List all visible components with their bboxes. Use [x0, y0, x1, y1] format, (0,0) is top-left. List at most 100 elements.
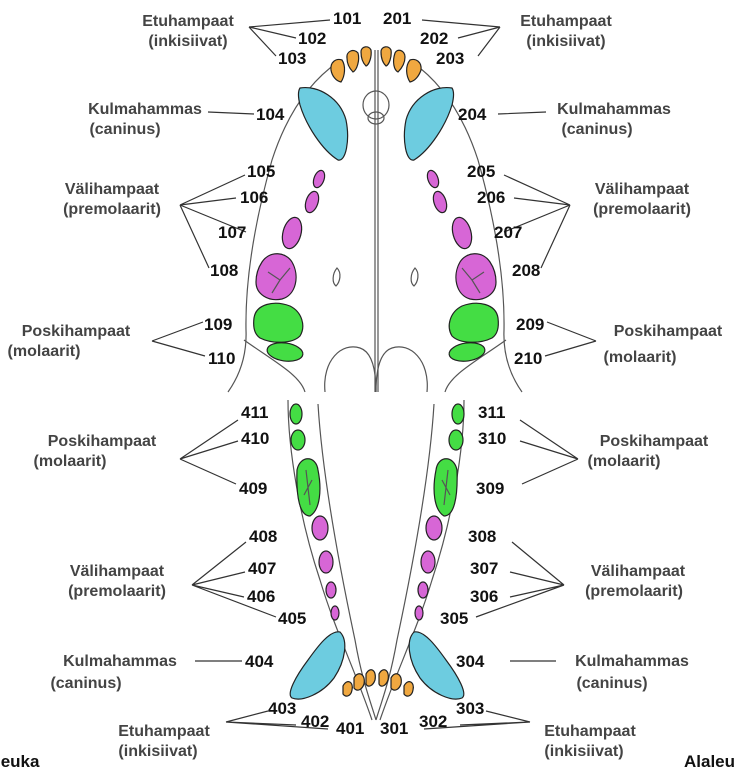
tooth-103[interactable] [331, 59, 345, 82]
number-405: 405 [278, 609, 306, 628]
palatine-foramen-right [411, 268, 418, 286]
corner-label-left: leuka [0, 752, 40, 769]
number-404: 404 [245, 652, 274, 671]
label-upper-left-premolar-1: Välihampaat [65, 181, 160, 198]
number-209: 209 [516, 315, 544, 334]
label-upper-left-incisor-1: Etuhampaat [142, 13, 234, 30]
tooth-210[interactable] [448, 341, 486, 364]
label-lower-right-incisor-2: (inkisiivat) [544, 743, 623, 760]
tooth-411[interactable] [290, 404, 302, 424]
tooth-110[interactable] [266, 341, 304, 364]
number-204: 204 [458, 105, 487, 124]
tooth-311[interactable] [452, 404, 464, 424]
label-lower-left-premolar-1: Välihampaat [70, 563, 165, 580]
tooth-401[interactable] [366, 670, 375, 686]
label-lower-left-molar-1: Poskihampaat [48, 433, 157, 450]
label-upper-right-molar-1: Poskihampaat [614, 323, 723, 340]
tooth-404[interactable] [290, 632, 345, 699]
tooth-403[interactable] [343, 682, 352, 696]
number-105: 105 [247, 162, 275, 181]
tooth-207[interactable] [449, 215, 475, 251]
tooth-402[interactable] [354, 674, 364, 690]
number-201: 201 [383, 9, 411, 28]
tooth-104[interactable] [299, 88, 348, 161]
label-lower-left-premolar-2: (premolaarit) [68, 583, 166, 600]
number-302: 302 [419, 712, 447, 731]
label-lower-right-incisor-1: Etuhampaat [544, 723, 636, 740]
tooth-107[interactable] [279, 215, 305, 251]
label-lower-right-canine-2: (caninus) [576, 675, 647, 692]
label-upper-left-molar-1: Poskihampaat [22, 323, 131, 340]
tooth-308[interactable] [426, 516, 442, 540]
tooth-204[interactable] [404, 88, 453, 161]
number-208: 208 [512, 261, 540, 280]
number-407: 407 [248, 559, 276, 578]
tooth-203[interactable] [407, 59, 421, 82]
lower-incisors [343, 670, 413, 696]
palatine-foramen-left [333, 268, 340, 286]
tooth-101[interactable] [361, 47, 371, 66]
tooth-206[interactable] [431, 190, 449, 215]
tooth-306[interactable] [418, 582, 428, 598]
number-203: 203 [436, 49, 464, 68]
tooth-408[interactable] [312, 516, 328, 540]
label-upper-right-incisor-2: (inkisiivat) [526, 33, 605, 50]
number-308: 308 [468, 527, 496, 546]
number-310: 310 [478, 429, 506, 448]
tooth-407[interactable] [319, 551, 333, 573]
tooth-307[interactable] [421, 551, 435, 573]
number-306: 306 [470, 587, 498, 606]
number-104: 104 [256, 105, 285, 124]
tooth-410[interactable] [291, 430, 305, 450]
lower-jaw [288, 400, 464, 720]
label-lower-left-incisor-2: (inkisiivat) [118, 743, 197, 760]
upper-premolars [256, 169, 496, 300]
tooth-209[interactable] [449, 303, 498, 342]
label-upper-left-premolar-2: (premolaarit) [63, 201, 161, 218]
number-207: 207 [494, 223, 522, 242]
tooth-305[interactable] [415, 606, 423, 620]
label-lower-right-molar-1: Poskihampaat [600, 433, 709, 450]
number-206: 206 [477, 188, 505, 207]
tooth-202[interactable] [394, 50, 405, 72]
label-upper-right-canine-1: Kulmahammas [557, 101, 671, 118]
tooth-302[interactable] [391, 674, 401, 690]
tooth-303[interactable] [404, 682, 413, 696]
label-lower-left-incisor-1: Etuhampaat [118, 723, 210, 740]
tooth-105[interactable] [311, 169, 327, 189]
tooth-310[interactable] [449, 430, 463, 450]
lower-premolars [312, 516, 442, 620]
number-107: 107 [218, 223, 246, 242]
number-409: 409 [239, 479, 267, 498]
label-upper-left-molar-2: (molaarit) [8, 343, 81, 360]
tooth-205[interactable] [425, 169, 441, 189]
label-lower-left-molar-2: (molaarit) [34, 453, 107, 470]
number-303: 303 [456, 699, 484, 718]
number-402: 402 [301, 712, 329, 731]
number-309: 309 [476, 479, 504, 498]
number-210: 210 [514, 349, 542, 368]
number-205: 205 [467, 162, 495, 181]
tooth-405[interactable] [331, 606, 339, 620]
number-304: 304 [456, 652, 485, 671]
tooth-109[interactable] [254, 303, 303, 342]
corner-label-right: Alaleu [684, 752, 735, 769]
label-upper-right-canine-2: (caninus) [561, 121, 632, 138]
label-lower-left-canine-2: (caninus) [50, 675, 121, 692]
label-lower-right-canine-1: Kulmahammas [575, 653, 689, 670]
number-110: 110 [208, 349, 235, 368]
tooth-201[interactable] [381, 47, 391, 66]
tooth-406[interactable] [326, 582, 336, 598]
number-408: 408 [249, 527, 277, 546]
tooth-102[interactable] [347, 51, 359, 72]
number-101: 101 [333, 9, 361, 28]
label-lower-left-canine-1: Kulmahammas [63, 653, 177, 670]
tooth-106[interactable] [303, 190, 321, 215]
number-403: 403 [268, 699, 296, 718]
label-lower-right-premolar-2: (premolaarit) [585, 583, 683, 600]
incisive-foramen [363, 91, 389, 119]
number-106: 106 [240, 188, 268, 207]
upper-jaw [228, 47, 522, 392]
upper-incisors [331, 47, 421, 82]
